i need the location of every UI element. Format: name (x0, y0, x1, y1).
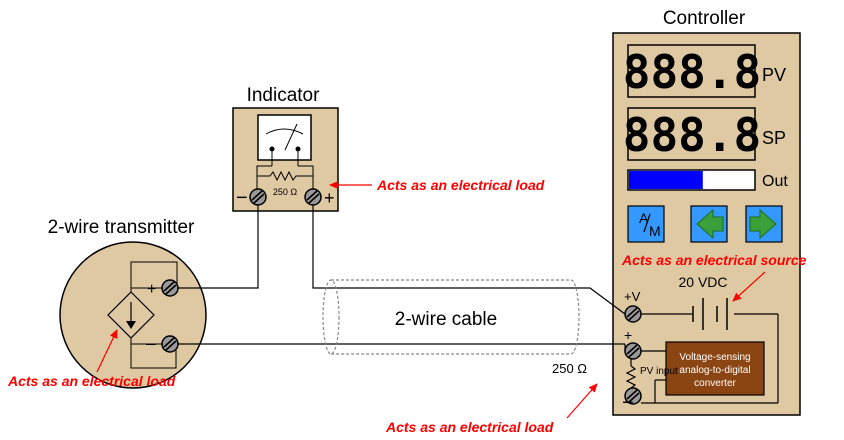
controller-pv-plus-terminal (624, 342, 642, 360)
out-label: Out (762, 173, 788, 190)
sp-display-value: 888.8 (623, 108, 761, 162)
transmitter-minus-terminal (161, 335, 179, 353)
am-button-bottom: M (649, 223, 661, 239)
output-bar-fill (629, 171, 703, 189)
indicator-plus-terminal (304, 188, 322, 206)
auto-manual-button[interactable]: A M (627, 205, 665, 243)
increase-button[interactable] (745, 205, 783, 243)
right-arrow-icon (749, 208, 777, 240)
two-wire-cable (322, 279, 580, 355)
current-source-icon (107, 291, 155, 339)
sp-label: SP (762, 128, 786, 148)
field-wiring (178, 205, 626, 351)
cable-label: 2-wire cable (395, 309, 497, 330)
indicator-title: Indicator (247, 85, 321, 106)
transmitter-title: 2-wire transmitter (48, 217, 195, 238)
decrease-button[interactable] (690, 205, 728, 243)
transmitter-internal-wiring (130, 261, 178, 369)
indicator-minus-terminal (249, 188, 267, 206)
converter-line-3: converter (694, 378, 736, 389)
indicator-resistor-label: 250 Ω (273, 187, 298, 197)
indicator-minus-label: − (236, 187, 248, 209)
adc-converter (665, 341, 765, 396)
source-voltage-label: 20 VDC (678, 274, 727, 290)
indicator-plus-label: + (324, 188, 335, 208)
plus-v-label: +V (624, 289, 641, 304)
pv-plus-label: + (624, 327, 632, 343)
pv-input-label: PV input (640, 366, 678, 377)
sp-display (627, 107, 756, 161)
controller-internal-wiring (625, 313, 779, 404)
dc-source-icon (692, 298, 728, 330)
converter-line-2: analog-to-digital (679, 365, 750, 376)
input-resistor-label: 250 Ω (552, 361, 587, 376)
resistor-load-annotation: Acts as an electrical load (385, 419, 554, 435)
indicator-load-annotation: Acts as an electrical load (376, 177, 545, 193)
source-annotation: Acts as an electrical source (621, 252, 807, 268)
controller-title: Controller (663, 8, 746, 29)
controller-plus-v-terminal (624, 305, 642, 323)
meter-icon (257, 114, 312, 166)
source-arrow (732, 271, 766, 302)
indicator-internal-wiring (256, 165, 314, 190)
transmitter-load-arrow (96, 329, 118, 373)
transmitter-minus-label: − (145, 334, 157, 356)
pv-display-value: 888.8 (623, 45, 761, 99)
am-button-top: A (639, 210, 649, 226)
pv-display (627, 44, 756, 98)
resistor-load-arrow (566, 383, 598, 419)
transmitter-plus-label: + (147, 281, 156, 298)
left-arrow-icon (696, 208, 724, 240)
pv-label: PV (762, 65, 786, 85)
converter-line-1: Voltage-sensing (679, 352, 750, 363)
transmitter-load-annotation: Acts as an electrical load (7, 373, 176, 389)
transmitter-plus-terminal (161, 279, 179, 297)
pv-minus-label: − (622, 392, 634, 414)
